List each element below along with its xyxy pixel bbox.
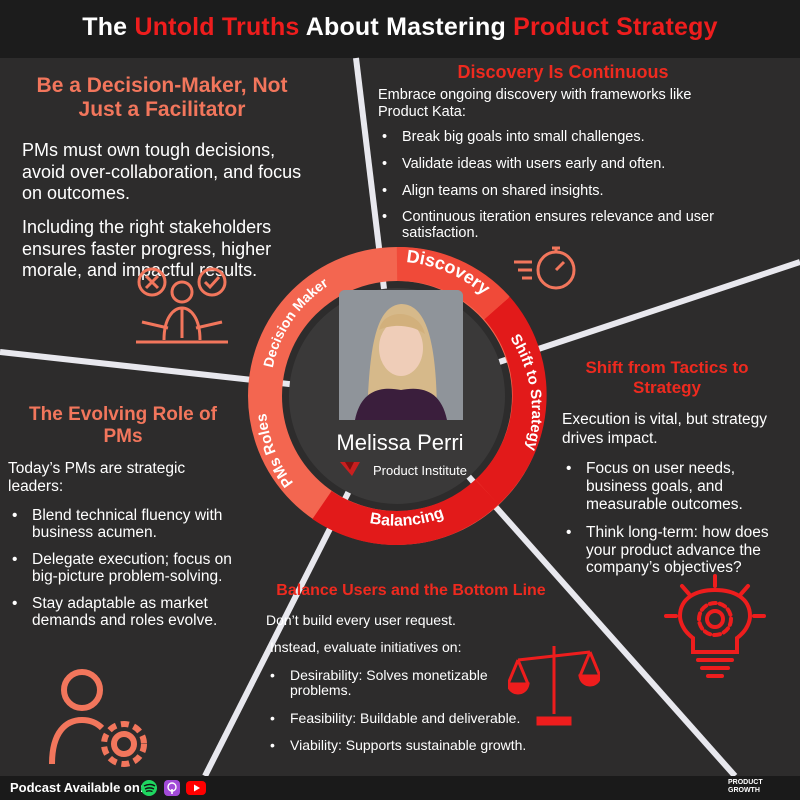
evolving-item-1: Blend technical fluency with business ac… (8, 507, 252, 541)
title-bar: The Untold Truths About Mastering Produc… (0, 0, 800, 58)
ring-segment-discovery (396, 246, 510, 320)
balance-item-2: Feasibility: Buildable and deliverable. (266, 710, 566, 727)
shift-heading: Shift from Tactics to Strategy (585, 358, 749, 397)
evolving-item-3: Stay adaptable as market demands and rol… (8, 595, 247, 629)
shift-list: Focus on user needs, business goals, and… (562, 460, 792, 577)
evolving-intro: Today’s PMs are strategic leaders: (8, 459, 186, 496)
youtube-icon[interactable] (186, 781, 206, 795)
discovery-item-3: Align teams on shared insights. (378, 183, 778, 199)
title-part-2: Untold Truths (134, 13, 300, 41)
balance-paragraph-2: Instead, evaluate initiatives on: (270, 639, 462, 656)
evolving-list: Blend technical fluency with business ac… (8, 507, 243, 629)
apple-podcasts-icon[interactable] (164, 780, 180, 796)
podcast-platform-icons (141, 780, 206, 796)
ring-segment-shift (475, 296, 547, 505)
shift-item-2: Think long-term: how does your product a… (562, 524, 791, 577)
page-title: The Untold Truths About Mastering Produc… (0, 0, 800, 42)
balance-paragraph-1: Don’t build every user request. (266, 612, 456, 629)
discovery-item-4: Continuous iteration ensures relevance a… (378, 210, 762, 242)
balance-item-3: Viability: Supports sustainable growth. (266, 737, 566, 754)
title-part-1: The (82, 13, 135, 41)
balance-section: Balance Users and the Bottom Line Don’t … (266, 582, 566, 754)
ring-segment-balancing (312, 479, 499, 545)
shift-intro: Execution is vital, but strategy drives … (562, 411, 768, 447)
shift-item-1: Focus on user needs, business goals, and… (562, 460, 786, 513)
evolving-item-2: Delegate execution; focus on big-picture… (8, 551, 242, 585)
person-name: Melissa Perri (336, 430, 464, 455)
stopwatch-icon (514, 246, 576, 290)
spotify-icon[interactable] (141, 780, 157, 796)
podcast-label: Podcast Available on: (10, 780, 145, 795)
logo-line-1: PRODUCT (728, 779, 763, 786)
product-growth-logo: PRODUCT GROWTH (728, 779, 763, 795)
discovery-intro: Embrace ongoing discovery with framework… (378, 86, 692, 121)
discovery-item-2: Validate ideas with users early and ofte… (378, 156, 778, 172)
decision-section: Be a Decision-Maker, Not Just a Facilita… (22, 74, 322, 282)
evolving-heading: The Evolving Role of PMs (29, 404, 217, 447)
product-institute-logo-icon (340, 462, 360, 476)
footer-bar: Podcast Available on: PRODUCT GROWTH (0, 776, 800, 800)
discovery-list: Break big goals into small challenges. V… (378, 129, 778, 242)
discovery-section: Discovery Is Continuous Embrace ongoing … (378, 62, 778, 242)
lightbulb-gear-icon (664, 574, 766, 678)
discovery-item-1: Break big goals into small challenges. (378, 129, 778, 145)
balance-heading: Balance Users and the Bottom Line (276, 582, 546, 599)
person-org: Product Institute (373, 463, 467, 478)
decision-paragraph-1: PMs must own tough decisions, avoid over… (22, 140, 302, 204)
scales-icon (508, 646, 600, 726)
discovery-heading: Discovery Is Continuous (457, 62, 669, 82)
shift-section: Shift from Tactics to Strategy Execution… (562, 358, 792, 577)
title-part-3: About Mastering (299, 13, 514, 41)
title-part-4: Product Strategy (513, 13, 718, 41)
balance-item-1: Desirability: Solves monetizable problem… (266, 667, 525, 699)
portrait-photo (339, 290, 463, 420)
decision-maker-icon (136, 267, 228, 344)
balance-list: Desirability: Solves monetizable problem… (266, 667, 566, 754)
decision-heading: Be a Decision-Maker, Not Just a Facilita… (36, 74, 288, 122)
decision-paragraph-2: Including the right stakeholders ensures… (22, 217, 272, 281)
logo-line-2: GROWTH (728, 787, 760, 794)
person-gear-icon (49, 669, 147, 767)
evolving-section: The Evolving Role of PMs Today’s PMs are… (8, 404, 243, 629)
